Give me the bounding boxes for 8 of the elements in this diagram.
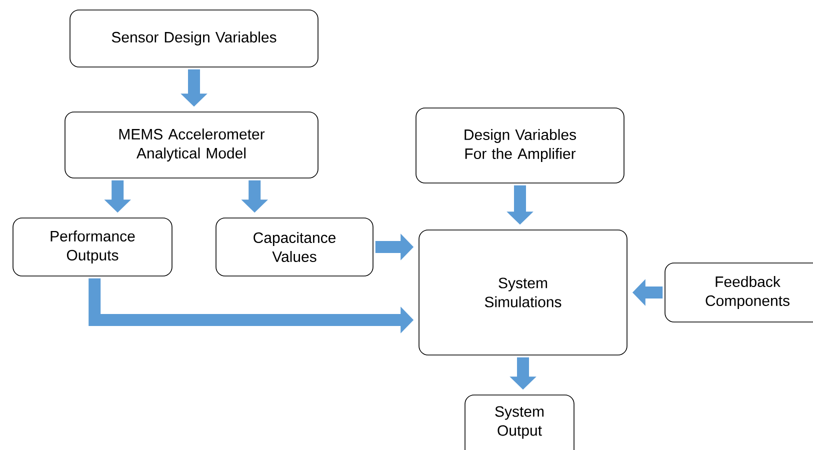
process-box: System Simulations (418, 230, 628, 356)
process-box: Performance Outputs (12, 218, 172, 276)
process-box: MEMS Accelerometer Analytical Model (64, 112, 318, 178)
process-box: System Output (464, 394, 574, 450)
process-box: Feedback Components (664, 262, 813, 322)
process-box: Sensor Design Variables (70, 10, 318, 68)
process-box: Design Variables For the Amplifier (416, 108, 624, 184)
process-box: Capacitance Values (216, 218, 374, 276)
